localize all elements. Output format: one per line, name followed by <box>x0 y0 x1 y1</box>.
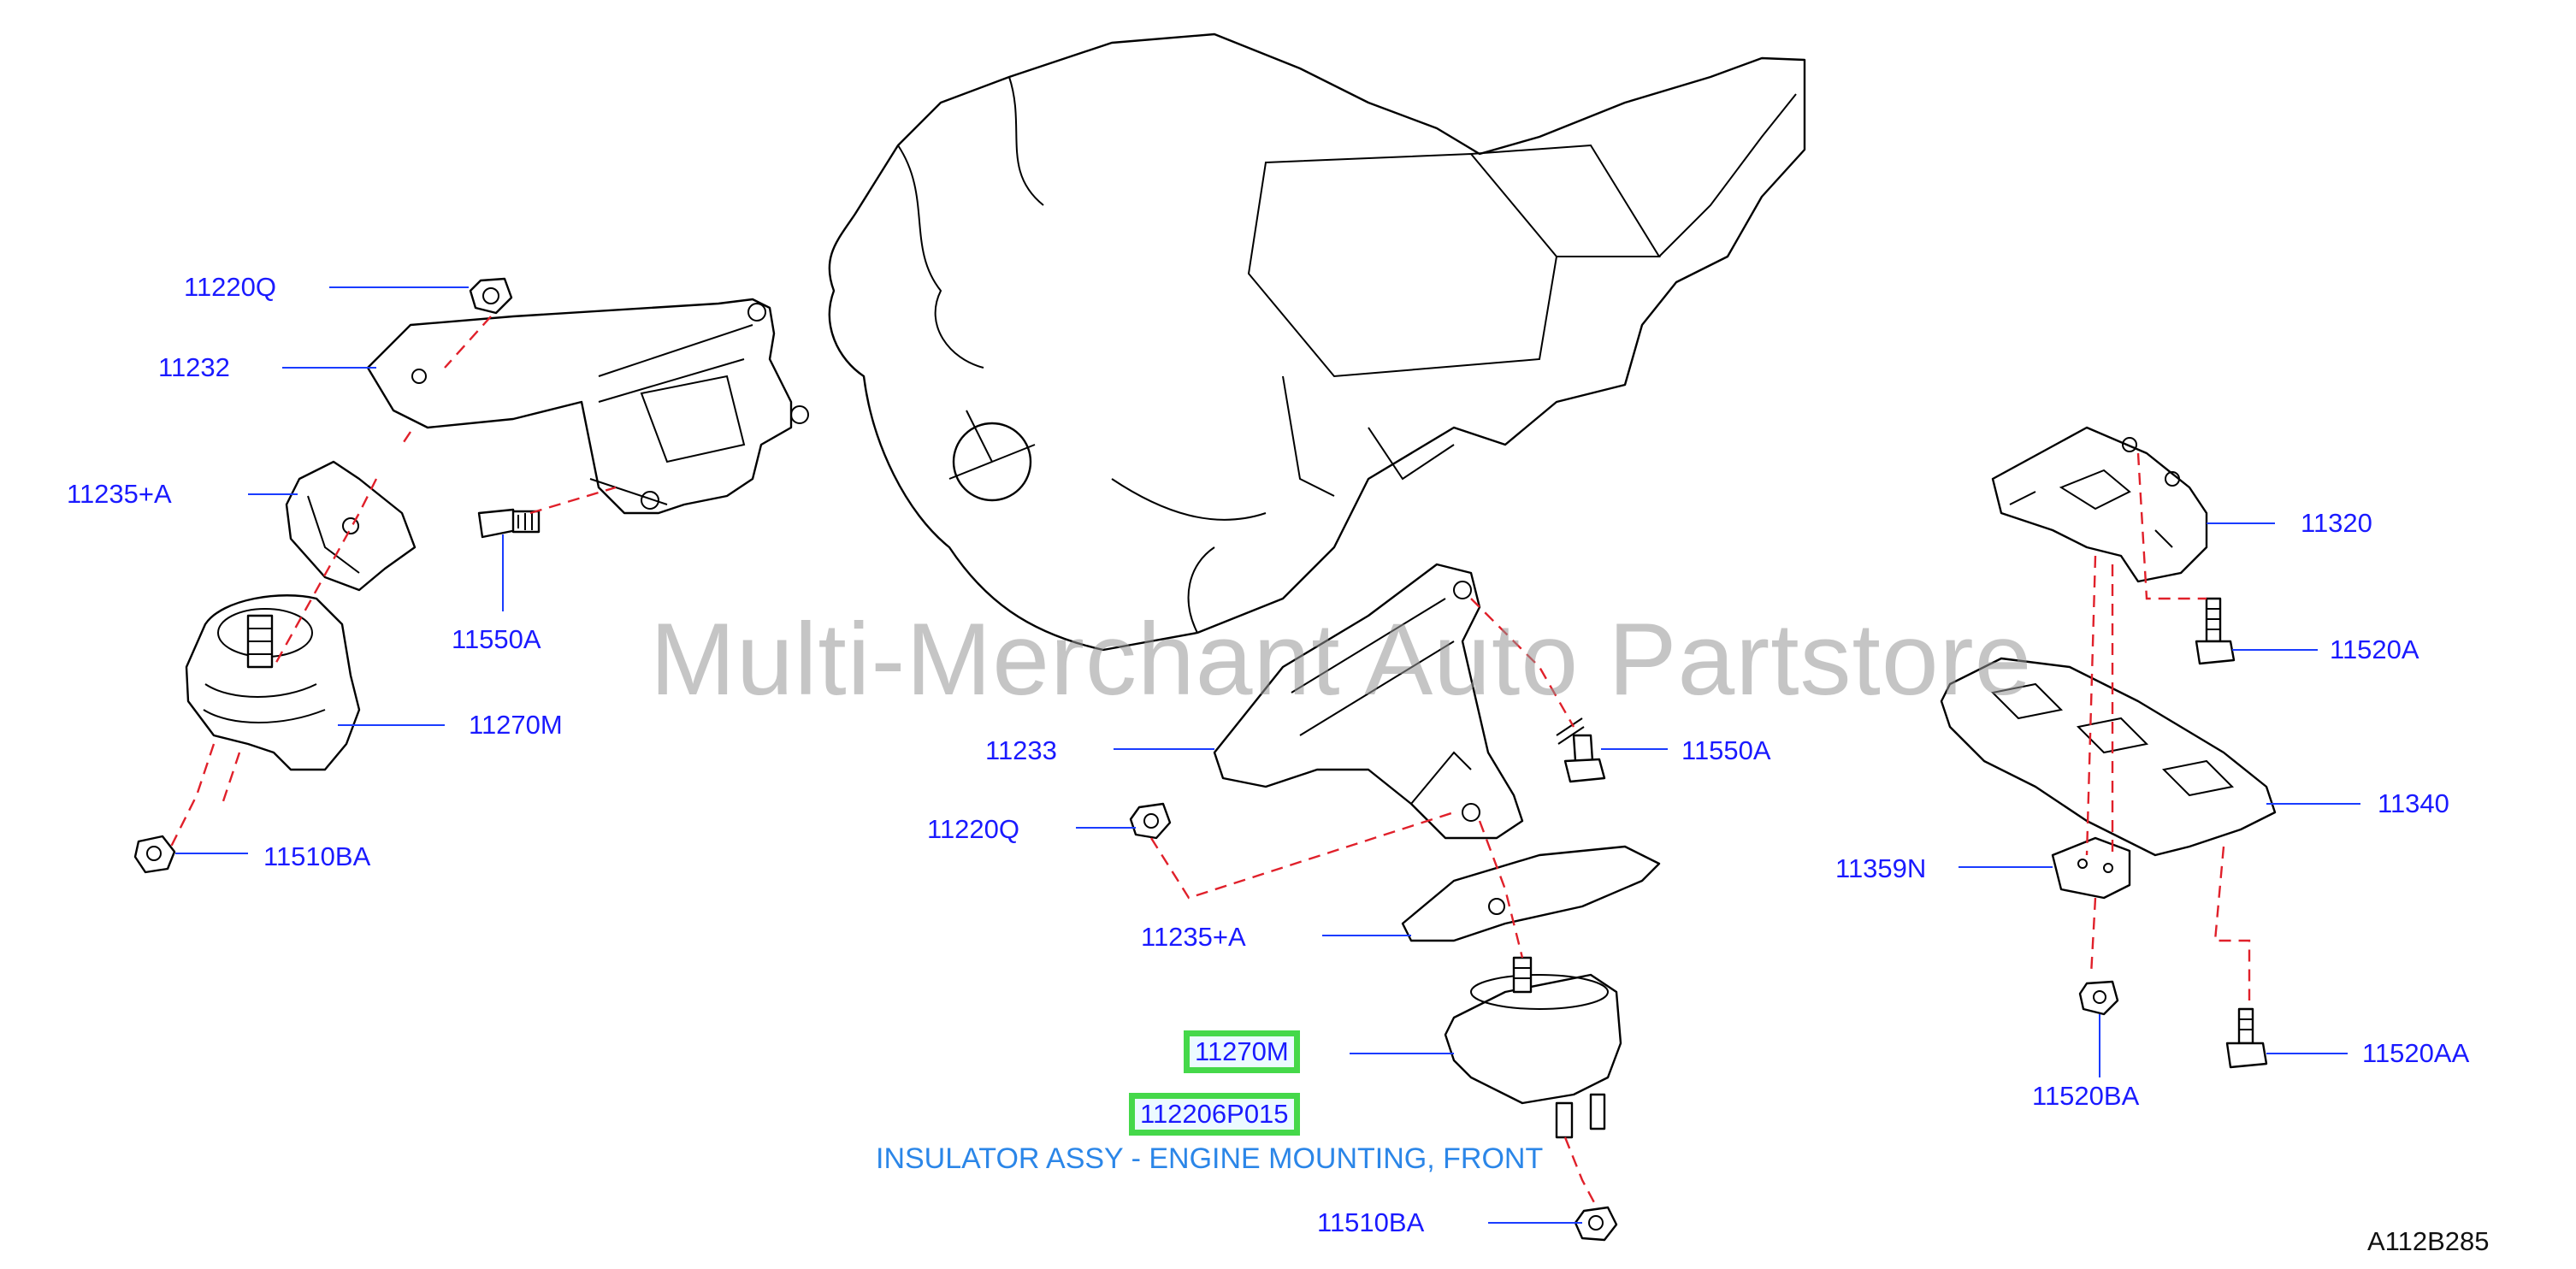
part-label-11510ba-left[interactable]: 11510BA <box>263 841 371 871</box>
part-label-11340[interactable]: 11340 <box>2378 788 2449 818</box>
right-crossmember-group <box>1940 426 2277 1069</box>
left-mount-group <box>133 277 809 874</box>
part-label-11359n[interactable]: 11359N <box>1835 853 1927 883</box>
part-label-11220q-left[interactable]: 11220Q <box>184 272 277 302</box>
engine-transmission-illustration <box>828 32 1806 652</box>
part-label-11270m-highlighted[interactable]: 11270M <box>1184 1030 1300 1073</box>
part-label-11220q-mid[interactable]: 11220Q <box>927 814 1020 844</box>
diagram-reference-code: A112B285 <box>2367 1226 2490 1256</box>
part-label-11520a[interactable]: 11520A <box>2330 634 2419 664</box>
part-label-11232[interactable]: 11232 <box>158 352 230 382</box>
part-label-11270m-left[interactable]: 11270M <box>469 710 563 740</box>
part-label-11233[interactable]: 11233 <box>985 735 1057 765</box>
leader-lines <box>175 286 2360 1224</box>
watermark: Multi-Merchant Auto Partstore <box>650 602 2033 717</box>
part-label-11510ba-mid[interactable]: 11510BA <box>1317 1207 1425 1237</box>
part-number-112206p015-highlighted[interactable]: 112206P015 <box>1129 1093 1300 1136</box>
part-label-11550a-left[interactable]: 11550A <box>452 624 541 654</box>
part-label-11520ba[interactable]: 11520BA <box>2032 1081 2140 1111</box>
center-mount-group <box>1129 563 1661 1242</box>
part-description[interactable]: INSULATOR ASSY - ENGINE MOUNTING, FRONT <box>876 1142 1544 1175</box>
part-label-11235a-left[interactable]: 11235+A <box>67 479 172 509</box>
part-label-11550a-mid[interactable]: 11550A <box>1681 735 1771 765</box>
part-label-11320[interactable]: 11320 <box>2301 508 2372 538</box>
part-label-11520aa[interactable]: 11520AA <box>2362 1038 2470 1068</box>
part-label-11235a-mid[interactable]: 11235+A <box>1141 922 1246 952</box>
